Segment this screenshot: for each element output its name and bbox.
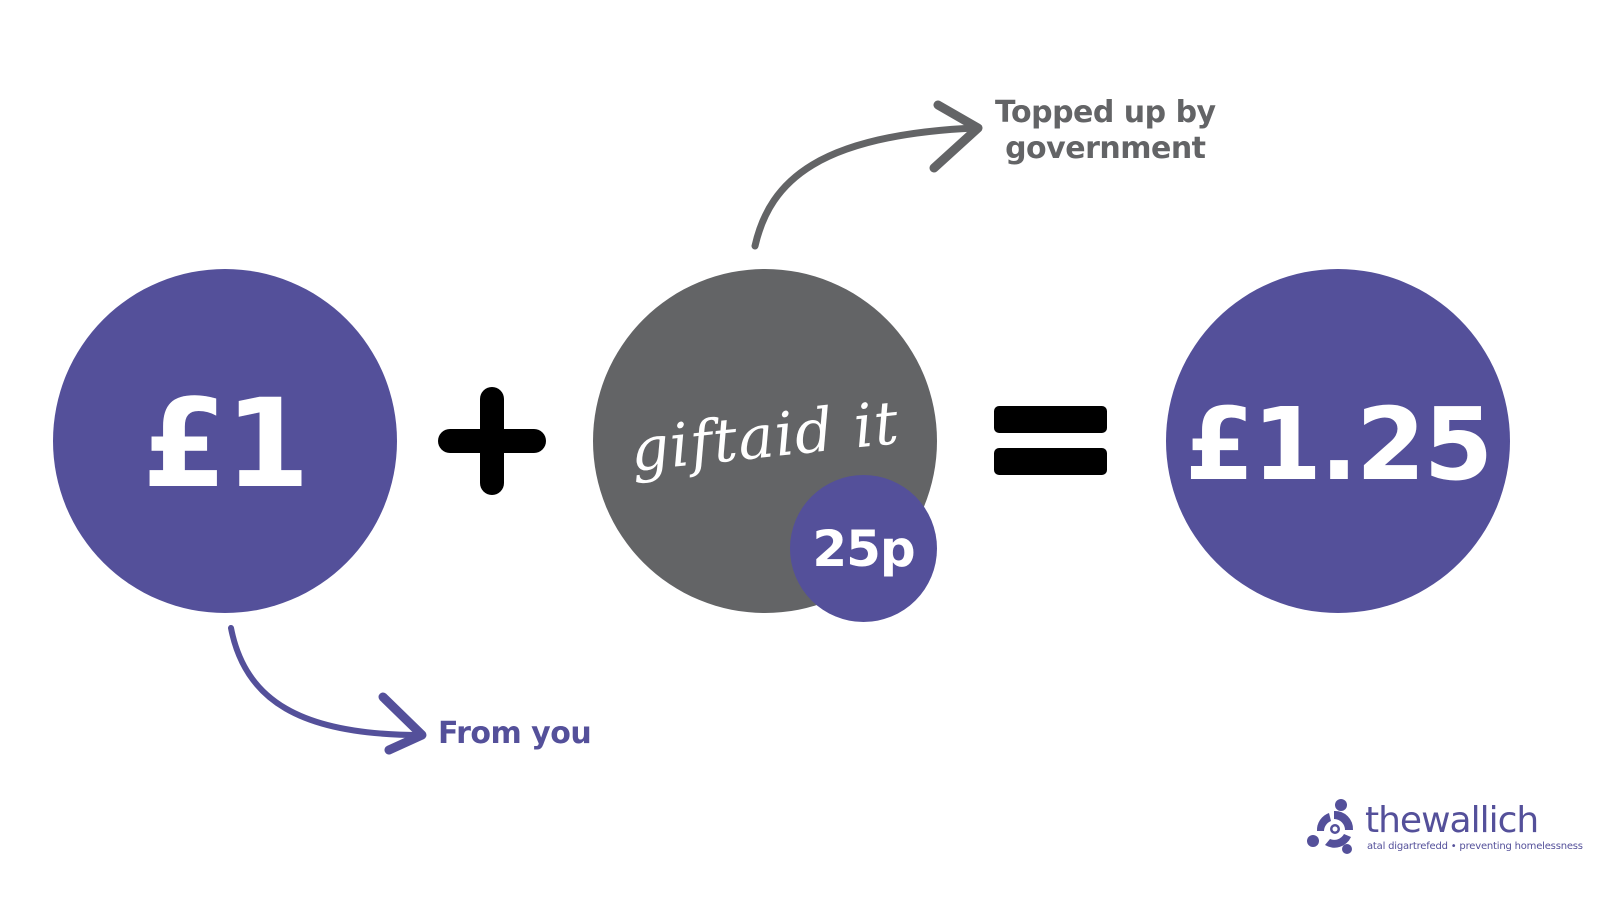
gift-aid-caption-line1: Topped up by xyxy=(995,95,1216,130)
gift-aid-badge: 25p xyxy=(790,475,937,622)
equals-bottom-bar xyxy=(994,448,1107,475)
gift-aid-logo-text: giftaid it xyxy=(627,388,903,486)
arrow-up-right-icon xyxy=(751,100,983,250)
total-amount: £1.25 xyxy=(1184,385,1493,503)
total-circle: £1.25 xyxy=(1166,269,1510,613)
donation-caption: From you xyxy=(438,716,592,751)
gift-aid-badge-amount: 25p xyxy=(812,519,915,578)
gift-aid-caption: Topped up by government xyxy=(995,95,1216,167)
wallich-tagline: atal digartrefedd • preventing homelessn… xyxy=(1367,841,1583,852)
plus-horizontal-bar xyxy=(438,429,546,453)
wallich-logo: thewallich atal digartrefedd • preventin… xyxy=(1303,797,1583,857)
wallich-wordmark: thewallich xyxy=(1365,800,1539,841)
donation-amount: £1 xyxy=(142,373,310,515)
arrow-down-right-icon xyxy=(228,625,427,755)
people-circle-icon xyxy=(1307,799,1354,854)
gift-aid-caption-line2: government xyxy=(1005,131,1206,166)
equals-top-bar xyxy=(994,406,1107,433)
donation-circle: £1 xyxy=(53,269,397,613)
